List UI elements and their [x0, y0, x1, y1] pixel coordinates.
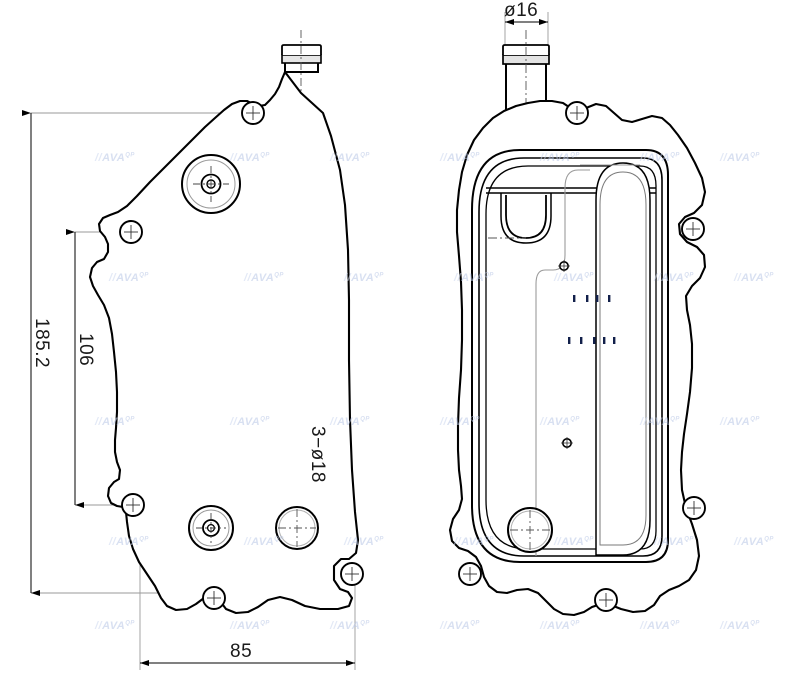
- side-view-pin-hole: [558, 260, 570, 272]
- side-view: [448, 30, 707, 617]
- bolt-hole: [458, 562, 482, 586]
- side-view-pin-hole: [561, 437, 573, 449]
- front-view-large-hole: [275, 506, 319, 550]
- bolt-hole: [682, 496, 706, 520]
- dimension-label-pipe-diameter: ø16: [504, 0, 539, 21]
- side-view-plate-stack: [471, 149, 669, 563]
- bolt-hole: [202, 586, 226, 610]
- bolt-hole: [681, 217, 705, 241]
- dimension-label-hole-callout: 3−ø18: [307, 426, 328, 483]
- dimension-label-width: 85: [230, 641, 253, 662]
- bolt-hole: [565, 101, 589, 125]
- side-view-outline: [448, 99, 707, 617]
- side-view-core-slot: [595, 162, 651, 556]
- bolt-hole: [340, 562, 364, 586]
- side-view-tick-marks: [568, 295, 616, 344]
- front-view-pipe: [281, 30, 322, 100]
- bolt-hole: [241, 101, 265, 125]
- dimension-arrows: [22, 19, 548, 666]
- front-view-lower-boss: [188, 505, 234, 551]
- front-view-outline: [88, 70, 360, 615]
- bolt-hole: [119, 220, 143, 244]
- dimension-label-overall-height: 185.2: [31, 318, 52, 369]
- front-view-bolt-holes: [119, 101, 364, 610]
- dimension-label-hole-spacing: 106: [75, 333, 96, 367]
- front-view: [88, 30, 364, 615]
- side-view-large-hole: [507, 507, 553, 553]
- side-view-bolt-holes: [458, 101, 706, 612]
- bolt-hole: [121, 493, 145, 517]
- bolt-hole: [594, 588, 618, 612]
- front-view-main-boss: [181, 154, 241, 214]
